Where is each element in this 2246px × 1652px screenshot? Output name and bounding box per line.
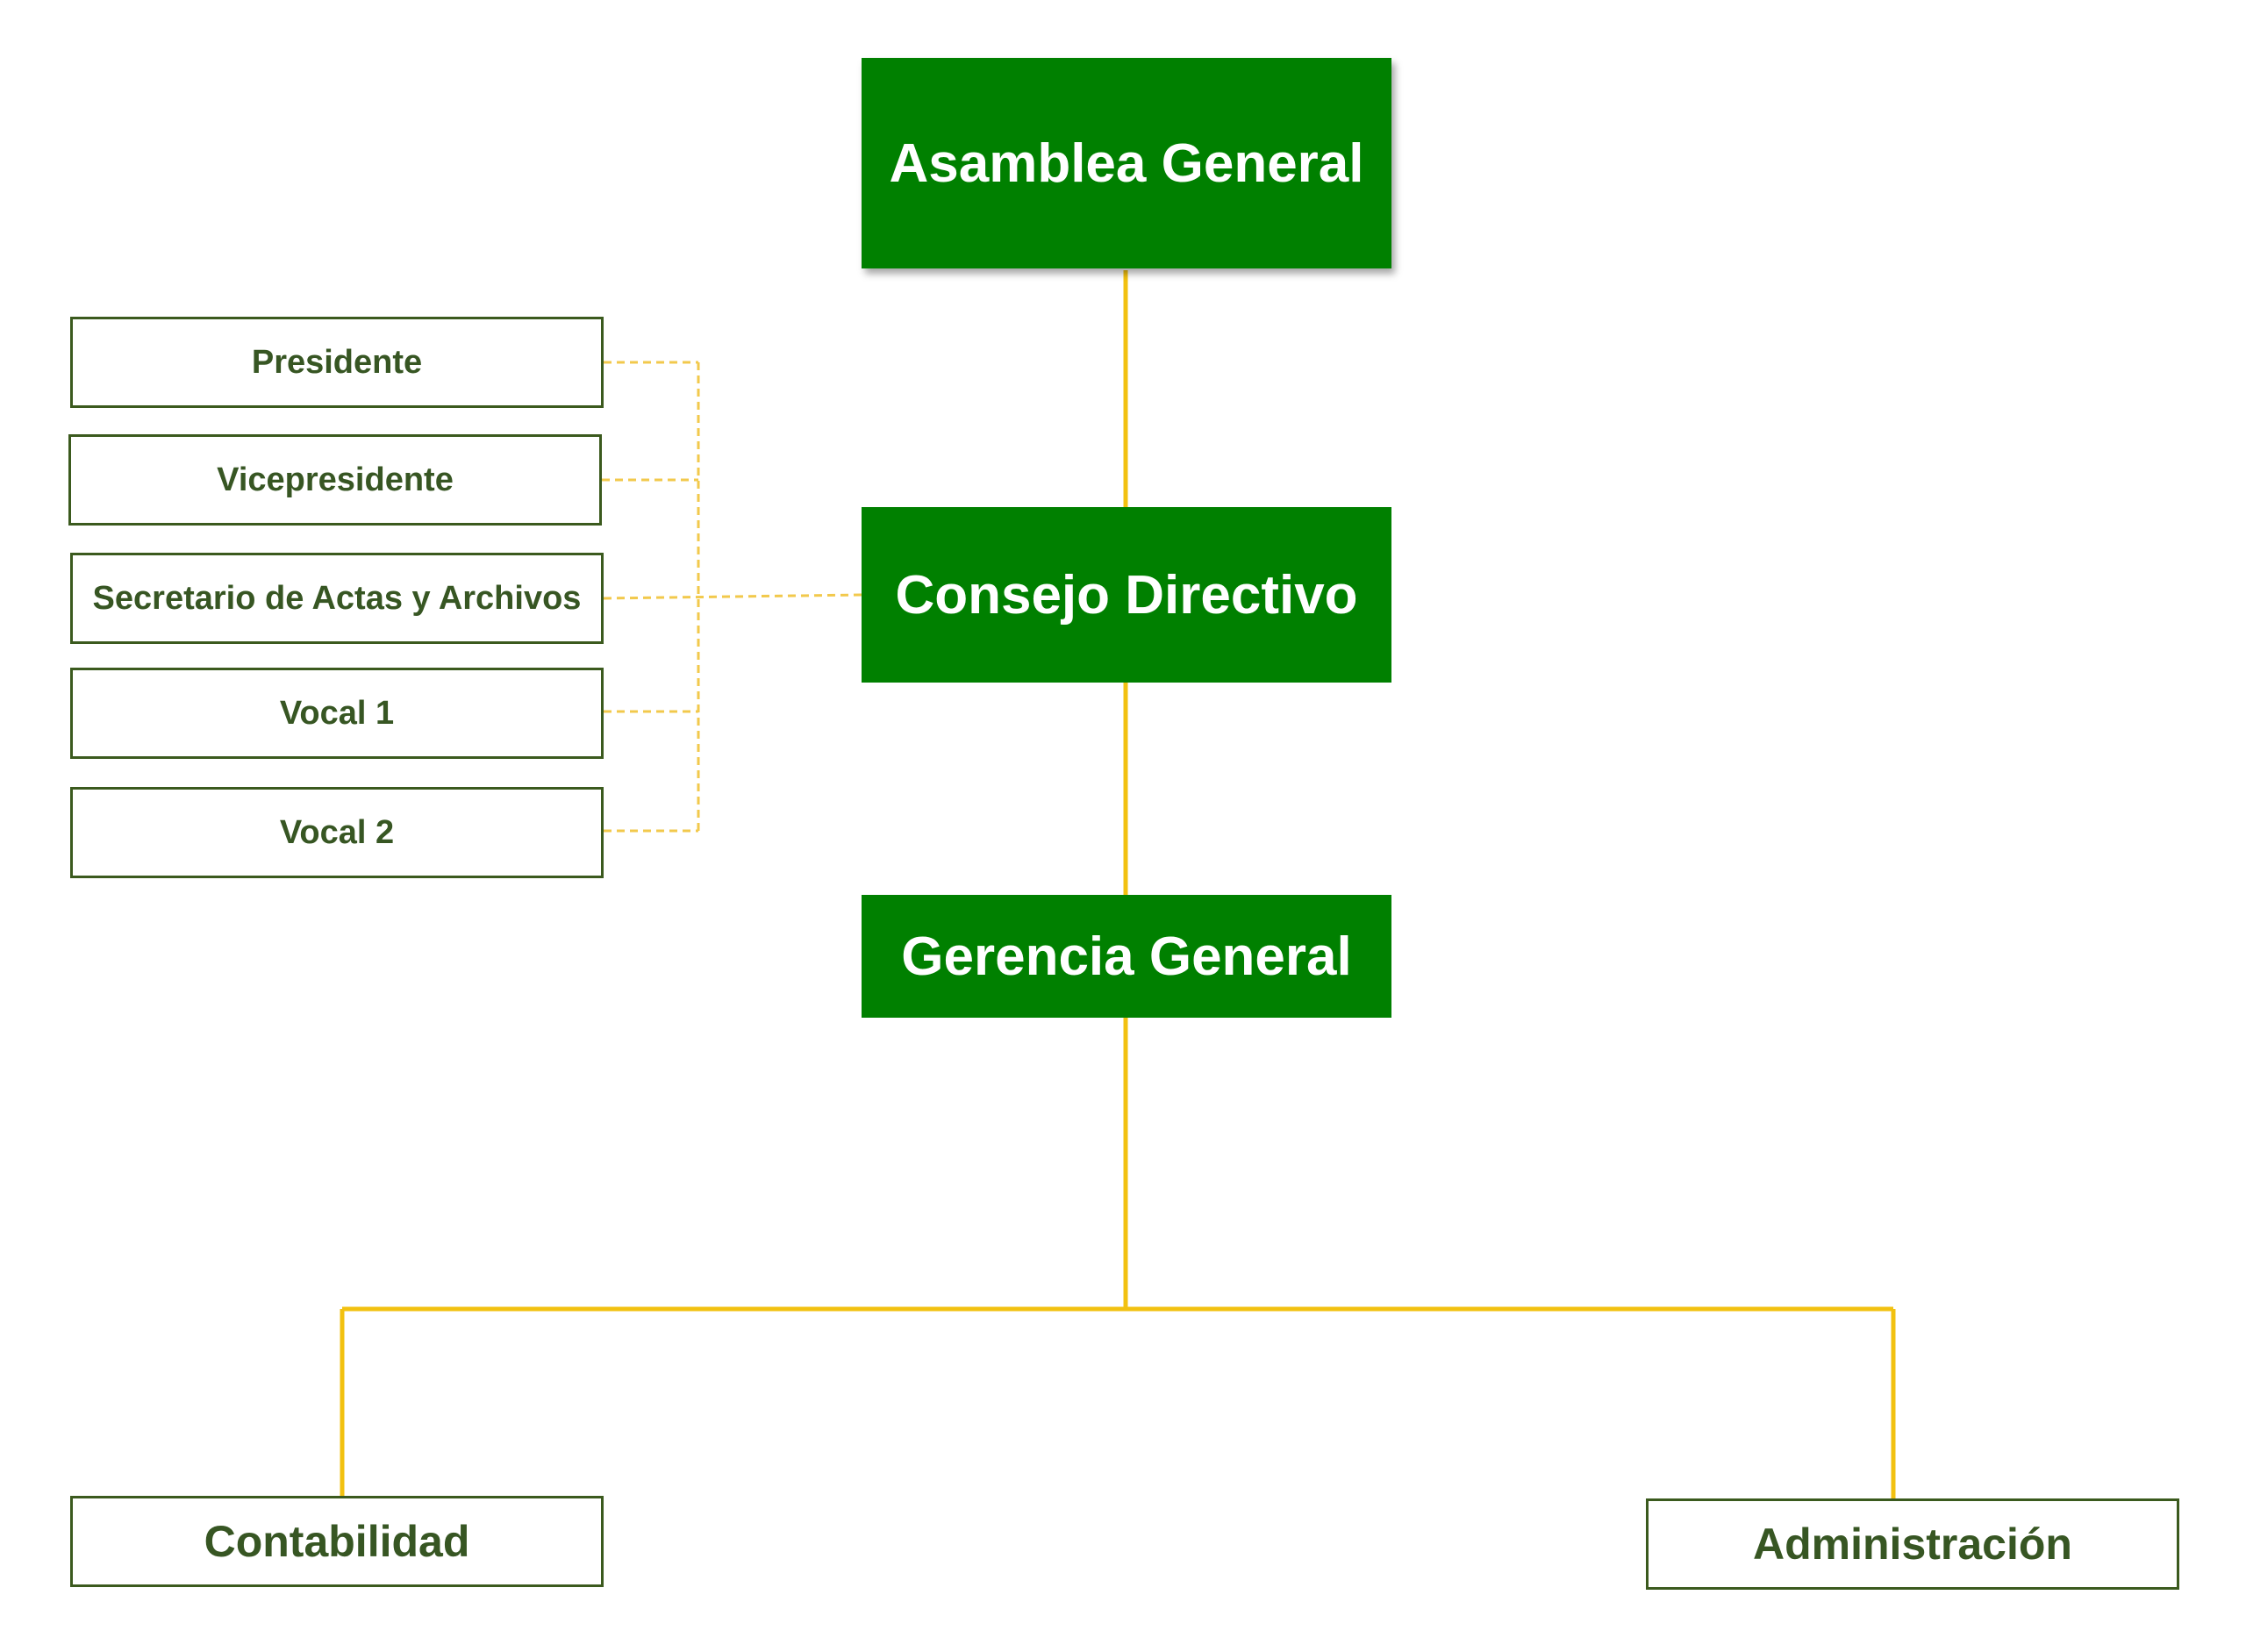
board-member-label: Vicepresidente (217, 461, 454, 498)
node-label: Asamblea General (889, 132, 1364, 194)
board-member-label: Vocal 2 (279, 813, 395, 851)
node-consejo-directivo: Consejo Directivo (862, 507, 1391, 683)
board-member-label: Vocal 1 (279, 694, 395, 732)
board-member-secretario: Secretario de Actas y Archivos (70, 553, 604, 644)
board-member-vocal-1: Vocal 1 (70, 668, 604, 759)
board-member-vocal-2: Vocal 2 (70, 787, 604, 878)
node-gerencia-general: Gerencia General (862, 895, 1391, 1018)
node-asamblea-general: Asamblea General (862, 58, 1391, 268)
board-member-label: Presidente (251, 343, 423, 381)
dash-secretario (603, 593, 862, 600)
node-administracion: Administración (1646, 1498, 2179, 1590)
board-member-label: Secretario de Actas y Archivos (92, 579, 582, 617)
node-contabilidad: Contabilidad (70, 1496, 604, 1587)
node-label: Administración (1753, 1520, 2072, 1569)
node-label: Consejo Directivo (895, 564, 1358, 626)
node-label: Contabilidad (204, 1517, 470, 1566)
board-member-presidente: Presidente (70, 317, 604, 408)
board-member-vicepresidente: Vicepresidente (68, 434, 602, 526)
node-label: Gerencia General (901, 926, 1352, 987)
